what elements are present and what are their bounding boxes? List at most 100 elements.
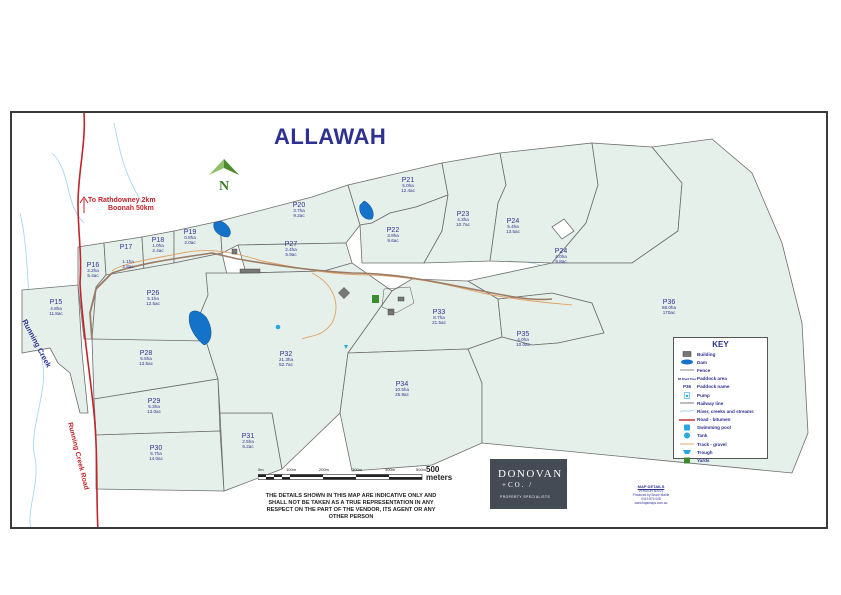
pool-icon bbox=[677, 424, 697, 431]
svg-text:10.7ac: 10.7ac bbox=[456, 222, 470, 227]
svg-text:9.2ac: 9.2ac bbox=[293, 213, 305, 218]
key-item-pump: Pump bbox=[677, 391, 764, 399]
key-label: Dam bbox=[697, 359, 707, 365]
svg-text:2.2ha: 2.2ha bbox=[87, 268, 99, 273]
building-icon bbox=[231, 248, 238, 255]
svg-text:13.0ac: 13.0ac bbox=[147, 409, 161, 414]
key-item-paddock-name: P36 Paddock name bbox=[677, 383, 764, 391]
internal-road bbox=[89, 272, 113, 340]
key-item-road: Road - bitumen bbox=[677, 416, 764, 424]
building-paddock bbox=[551, 218, 575, 240]
svg-text:5.3ha: 5.3ha bbox=[148, 404, 160, 409]
svg-text:52.7ac: 52.7ac bbox=[279, 362, 293, 367]
svg-text:9.8ac: 9.8ac bbox=[555, 259, 567, 264]
scale-units: meters bbox=[426, 473, 453, 482]
dam-icon bbox=[677, 359, 697, 366]
svg-text:P29: P29 bbox=[148, 398, 161, 405]
scale-tick: 0m bbox=[258, 467, 264, 472]
road-icon bbox=[677, 416, 697, 423]
svg-text:8.7ha: 8.7ha bbox=[433, 315, 445, 320]
tank-icon bbox=[677, 432, 697, 439]
map-details-heading: MAP DETAILS bbox=[637, 484, 665, 489]
disclaimer-text: THE DETAILS SHOWN IN THIS MAP ARE INDICA… bbox=[265, 493, 437, 520]
scale-tick: 500m bbox=[416, 467, 427, 472]
building-icon bbox=[397, 296, 405, 302]
svg-text:21.5ac: 21.5ac bbox=[432, 320, 446, 325]
svg-text:4.0ha: 4.0ha bbox=[555, 254, 567, 259]
key-item-building: Building bbox=[677, 350, 764, 358]
svg-text:P20: P20 bbox=[293, 202, 306, 209]
key-item-track: Track - gravel bbox=[677, 440, 764, 448]
building-icon bbox=[239, 268, 261, 274]
svg-text:170ac: 170ac bbox=[663, 310, 676, 315]
key-title: KEY bbox=[712, 340, 729, 349]
paddock-name-sample: P36 bbox=[682, 384, 691, 390]
key-label: Paddock name bbox=[697, 384, 730, 390]
svg-text:P24: P24 bbox=[507, 218, 520, 225]
svg-text:5.4ha: 5.4ha bbox=[507, 224, 519, 229]
creek-icon bbox=[677, 408, 697, 415]
key-label: Fence bbox=[697, 367, 711, 373]
svg-text:12.5ac: 12.5ac bbox=[146, 301, 160, 306]
key-item-trough: Trough bbox=[677, 448, 764, 456]
svg-text:4.8ha: 4.8ha bbox=[50, 306, 62, 311]
map-details-line: 0419 874 008 bbox=[641, 497, 661, 501]
svg-text:6.2ac: 6.2ac bbox=[242, 444, 254, 449]
paddock-p15 bbox=[21, 284, 89, 414]
svg-text:P32: P32 bbox=[280, 351, 293, 358]
svg-text:4.0ha: 4.0ha bbox=[517, 337, 529, 342]
svg-text:10.5ha: 10.5ha bbox=[395, 387, 409, 392]
internal-road bbox=[111, 252, 553, 301]
map-frame: N To Rathdowney 2km Boonah 50km Running … bbox=[10, 111, 828, 529]
svg-text:P35: P35 bbox=[517, 331, 530, 338]
road-direction-label: Boonah 50km bbox=[108, 205, 154, 212]
trough-icon bbox=[344, 345, 348, 349]
map-details-line: Produced by Bruce Mahle bbox=[632, 493, 670, 497]
svg-text:5.4ac: 5.4ac bbox=[87, 273, 99, 278]
road-arrow bbox=[79, 196, 89, 213]
key-item-paddock-area: 68.8ha/170ac Paddock area bbox=[677, 375, 764, 383]
key-label: River, creeks and streams bbox=[697, 408, 754, 414]
svg-text:5.9ac: 5.9ac bbox=[285, 252, 297, 257]
paddock-area-icon: 68.8ha/170ac bbox=[677, 375, 697, 382]
creek-line bbox=[19, 212, 44, 527]
scale-tick: 200m bbox=[319, 467, 330, 472]
key-label: Swimming pool bbox=[697, 425, 731, 431]
svg-text:P24: P24 bbox=[555, 248, 568, 255]
scale-tick: 300m bbox=[352, 467, 363, 472]
railway-icon bbox=[677, 400, 697, 407]
svg-text:12.4ac: 12.4ac bbox=[401, 188, 415, 193]
key-item-fence: Fence bbox=[677, 366, 764, 374]
svg-text:P31: P31 bbox=[242, 433, 255, 440]
yards-outline bbox=[381, 286, 415, 314]
map-key: KEY Building Dam Fence 68.8ha/170ac Padd… bbox=[673, 337, 768, 464]
svg-text:14.0ac: 14.0ac bbox=[149, 456, 163, 461]
creek-line bbox=[113, 122, 143, 204]
key-label: Road - bitumen bbox=[697, 417, 731, 423]
svg-text:13.5ac: 13.5ac bbox=[506, 229, 520, 234]
paddock-area-sample: 68.8ha/170ac bbox=[677, 376, 697, 381]
svg-text:P26: P26 bbox=[147, 290, 160, 297]
fence-icon bbox=[677, 367, 697, 374]
paddock-p30 bbox=[95, 430, 225, 492]
scale-value: 500 bbox=[426, 465, 440, 474]
svg-text:5.0ha: 5.0ha bbox=[402, 183, 414, 188]
dam-icon bbox=[213, 220, 231, 238]
svg-text:P18: P18 bbox=[152, 237, 165, 244]
svg-text:P28: P28 bbox=[140, 350, 153, 357]
svg-text:11.8ac: 11.8ac bbox=[49, 311, 63, 316]
